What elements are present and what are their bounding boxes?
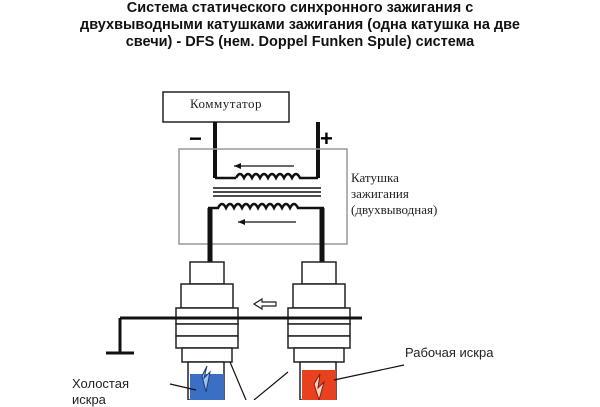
working-spark-leader <box>333 364 405 381</box>
idle-leader-3 <box>169 383 197 391</box>
coil-label-line1: Катушка <box>351 170 399 185</box>
primary-coil-icon <box>234 172 318 181</box>
coil-housing <box>178 148 348 245</box>
switch-label: Коммутатор <box>189 96 262 111</box>
coil-label-line2: зажигания <box>351 186 409 201</box>
minus-terminal: − <box>189 126 202 151</box>
title-line-1: Система статического синхронного зажиган… <box>126 0 474 16</box>
secondary-coil-icon <box>208 202 324 211</box>
diagram-title: Система статического синхронного зажиган… <box>0 0 600 51</box>
idle-spark-icon <box>190 365 224 400</box>
arrow-left-icon <box>238 219 245 225</box>
idle-leader-2 <box>253 371 289 400</box>
working-spark-label: Рабочая искра <box>405 345 494 360</box>
title-line-2: двухвыводными катушками зажигания (одна … <box>80 17 520 33</box>
idle-leader-1 <box>229 361 247 400</box>
title-line-3: свечи) - DFS (нем. Doppel Funken Spule) … <box>125 34 475 50</box>
current-flow-arrow <box>252 297 277 311</box>
plus-terminal: + <box>320 126 333 151</box>
coil-label-line3: (двухвыводная) <box>351 202 438 217</box>
idle-spark-label-line1: Холостая <box>72 376 130 391</box>
switch-box <box>162 91 290 123</box>
working-spark-icon <box>302 370 336 400</box>
arrow-left-icon <box>234 163 241 169</box>
